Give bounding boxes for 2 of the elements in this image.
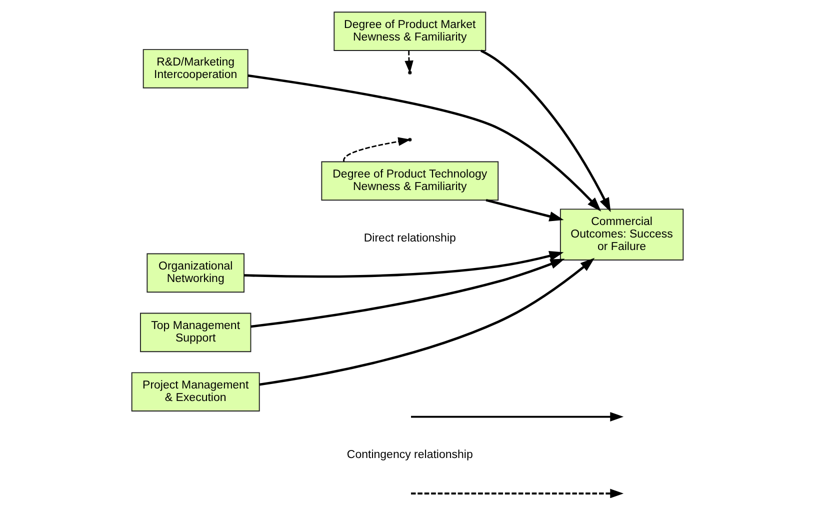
legend-label: Contingency relationship [346, 449, 472, 462]
legend-label: Direct relationship [363, 232, 456, 244]
